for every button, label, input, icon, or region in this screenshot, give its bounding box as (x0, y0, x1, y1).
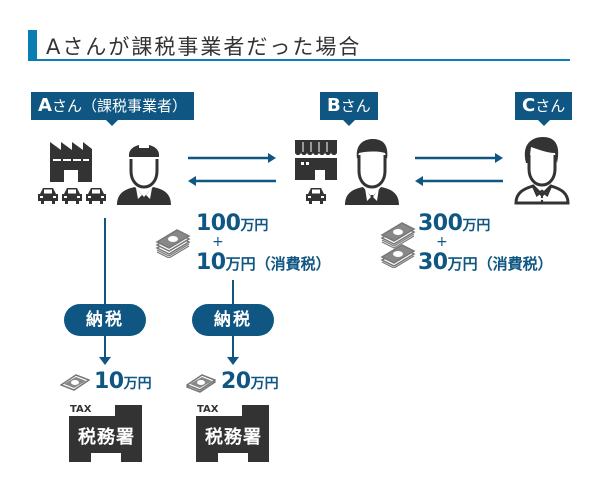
shop-icon (295, 140, 337, 180)
flow-line (232, 336, 234, 358)
payment-b-to-a-price: 100万円 (196, 211, 268, 236)
price-number: 100 (196, 211, 241, 236)
tax-payment-pill: 納税 (64, 304, 146, 336)
flow-line (104, 218, 106, 306)
party-a-label-text: さん（課税事業者） (51, 97, 187, 115)
worker-icon (117, 144, 171, 205)
bill-icon (60, 374, 90, 391)
amount-number: 10 (94, 369, 124, 394)
car-icon (38, 188, 58, 204)
tax-tag: TAX (70, 404, 92, 415)
arrow-down-icon (227, 357, 239, 365)
party-c-letter: C (522, 95, 536, 116)
plus-sign: + (212, 234, 224, 250)
tax-office-a: TAX 税務署 (69, 404, 142, 462)
car-icon (306, 188, 326, 204)
party-b-label-text: さん (340, 97, 371, 115)
tax-office-label: 税務署 (205, 427, 262, 448)
tax-office-b: TAX 税務署 (196, 404, 269, 462)
plus-sign: + (436, 234, 448, 250)
title-accent-bar (28, 30, 37, 60)
payment-c-to-b-price: 300万円 (418, 211, 490, 236)
title-underline (28, 59, 570, 61)
factory-icon (50, 142, 92, 182)
amount-unit: 万円 (123, 376, 152, 392)
payment-b-to-a-tax: 10万円（消費税） (196, 250, 331, 275)
party-b-letter: B (327, 95, 341, 116)
amount-number: 20 (221, 369, 251, 394)
customer-icon (514, 137, 570, 205)
arrows-a-b (188, 153, 276, 186)
flow-line (104, 336, 106, 358)
cars-icon (38, 188, 106, 204)
party-a-label: Aさん（課税事業者） (31, 92, 194, 126)
tax-tag: TAX (197, 404, 219, 415)
party-b-label: Bさん (320, 92, 378, 126)
price-number: 300 (418, 211, 463, 236)
payment-c-to-b-tax: 30万円（消費税） (418, 250, 553, 275)
arrows-b-c (415, 153, 503, 186)
price-unit: 万円 (462, 218, 491, 234)
bill-stack-icon (186, 374, 216, 393)
tax-unit: 万円（消費税） (447, 255, 553, 273)
tax-number: 10 (196, 250, 226, 275)
money-stack-icon (155, 229, 191, 258)
money-stacks-icon (380, 222, 416, 268)
tax-unit: 万円（消費税） (225, 255, 331, 273)
businessman-icon (345, 139, 399, 205)
tax-amount-b: 20万円 (221, 369, 279, 394)
tax-amount-a: 10万円 (94, 369, 152, 394)
page-title: Aさんが課税事業者だった場合 (46, 35, 362, 59)
arrow-down-icon (99, 357, 111, 365)
flow-line (232, 280, 234, 306)
amount-unit: 万円 (250, 376, 279, 392)
party-c-label: Cさん (515, 92, 573, 126)
tax-payment-pill: 納税 (192, 304, 274, 336)
price-unit: 万円 (240, 218, 269, 234)
tax-number: 30 (418, 250, 448, 275)
party-a-letter: A (38, 95, 52, 116)
tax-office-label: 税務署 (78, 427, 135, 448)
party-c-label-text: さん (535, 97, 566, 115)
